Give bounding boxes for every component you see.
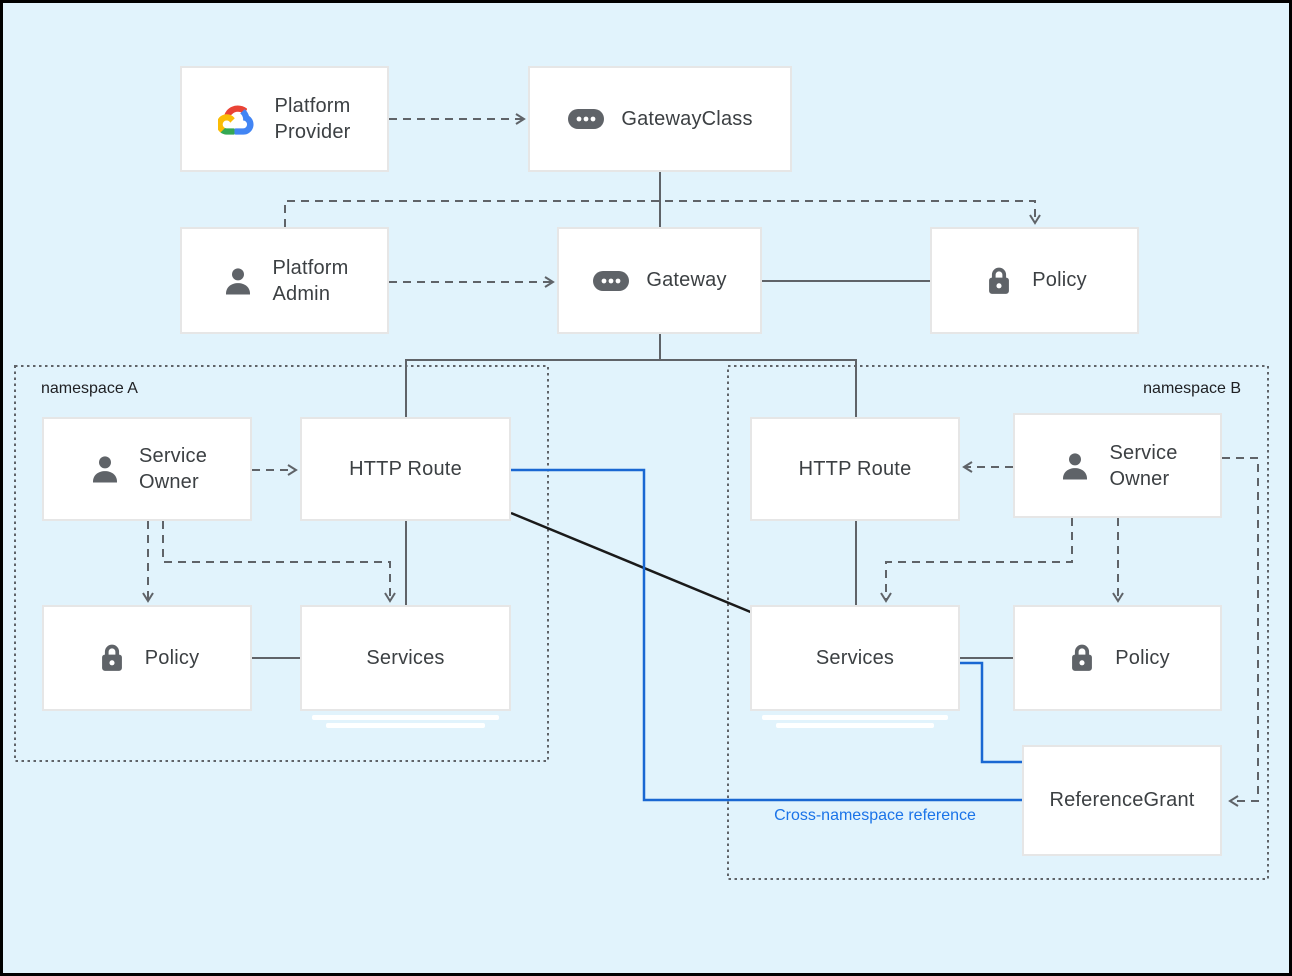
node-referencegrant: ReferenceGrant	[1022, 745, 1222, 856]
services-stack-layer	[776, 723, 934, 728]
node-http-route-a: HTTP Route	[300, 417, 511, 521]
namespace-a-label: namespace A	[41, 380, 138, 397]
node-label: Platform Provider	[274, 95, 351, 143]
node-policy-b: Policy	[1013, 605, 1222, 711]
node-label: Service Owner	[138, 445, 208, 493]
services-stack-layer	[312, 715, 499, 720]
node-platform-provider: Platform Provider	[180, 66, 389, 172]
node-label: Policy	[1032, 269, 1087, 291]
person-icon	[92, 456, 117, 483]
person-icon	[226, 267, 251, 294]
node-label: ReferenceGrant	[1049, 789, 1195, 811]
lock-icon	[989, 267, 1010, 294]
edge-httproute-a-to-referencegrant-blue	[511, 468, 1022, 802]
edge-service-owner-b-to-services-b	[880, 518, 1073, 603]
lock-icon	[101, 644, 122, 671]
namespace-b-border	[727, 365, 1269, 880]
lock-icon	[1072, 644, 1093, 671]
cross-namespace-reference-label: Cross-namespace reference	[774, 807, 976, 824]
edge-service-owner-a-to-services-a	[162, 521, 396, 603]
connector-layer	[14, 113, 1269, 880]
node-label: Service Owner	[1109, 441, 1178, 490]
node-label: Gateway	[646, 269, 727, 291]
node-services-b: Services	[750, 605, 960, 728]
node-label: Services	[366, 646, 445, 669]
services-stack-layer	[326, 723, 485, 728]
node-gateway: Gateway	[557, 227, 762, 334]
namespace-a-border	[14, 365, 549, 762]
edge-platform-admin-to-policy	[284, 200, 1041, 227]
node-service-owner-b: Service Owner	[1013, 413, 1222, 518]
edge-httproute-a-to-services-b	[510, 511, 754, 615]
person-icon	[1063, 452, 1088, 479]
node-label: HTTP Route	[349, 457, 462, 480]
google-cloud-icon	[218, 105, 254, 135]
edge-services-b-to-referencegrant-blue	[960, 661, 1022, 764]
node-label: GatewayClass	[621, 107, 753, 130]
node-label: Policy	[144, 646, 200, 669]
edge-service-owner-b-to-referencegrant	[1222, 457, 1259, 807]
ellipsis-chip-icon	[593, 270, 630, 291]
services-stack-layer	[762, 715, 948, 720]
node-service-owner-a: Service Owner	[42, 417, 252, 521]
edge-gateway-split-bar	[405, 334, 857, 417]
node-label: Policy	[1115, 646, 1170, 669]
node-label: Platform Admin	[272, 256, 349, 305]
node-label: HTTP Route	[798, 457, 912, 480]
node-http-route-b: HTTP Route	[750, 417, 960, 521]
node-gatewayclass: GatewayClass	[528, 66, 792, 172]
node-policy-a: Policy	[42, 605, 252, 711]
node-label: Services	[815, 646, 895, 669]
node-policy-top: Policy	[930, 227, 1139, 334]
node-platform-admin: Platform Admin	[180, 227, 389, 334]
namespace-b-label: namespace B	[1143, 380, 1241, 397]
node-services-a: Services	[300, 605, 511, 728]
ellipsis-chip-icon	[568, 109, 605, 129]
